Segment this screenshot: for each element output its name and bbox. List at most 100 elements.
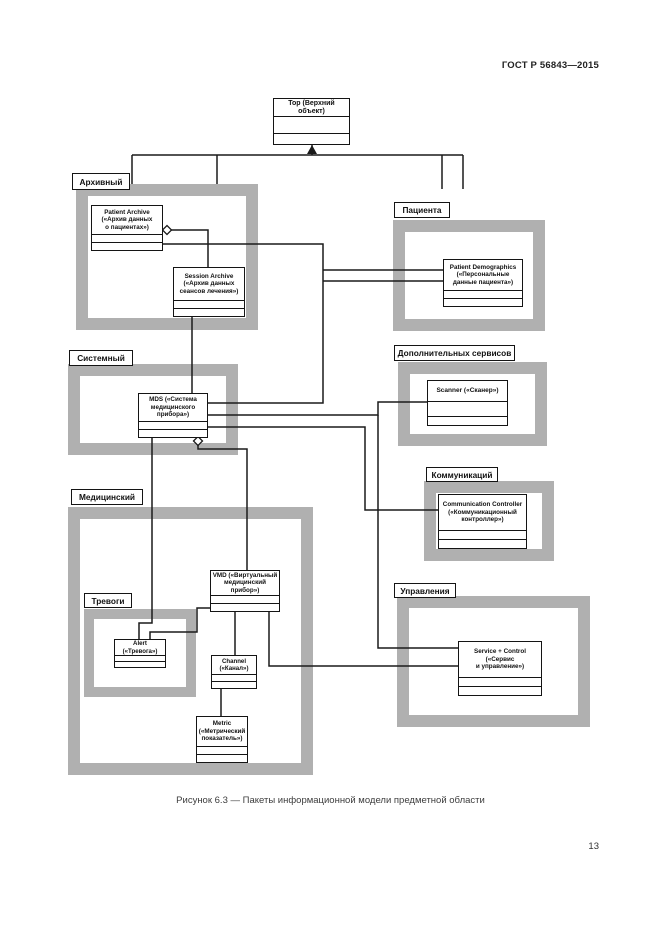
connector-line <box>197 445 248 570</box>
class-title-line: Patient Demographics <box>449 263 517 271</box>
connector-line <box>268 612 458 667</box>
class-compartment <box>174 308 244 316</box>
class-compartment <box>459 677 541 686</box>
package-label-medical: Медицинский <box>71 489 143 505</box>
class-title-line: Communication Controller <box>442 501 523 509</box>
class-title-line: данные пациента») <box>452 278 514 286</box>
class-title-scanner: Scanner («Сканер») <box>428 381 507 401</box>
class-compartment <box>115 661 165 667</box>
aggregation-diamond-icon <box>161 224 173 236</box>
class-title-line: («Архив данных <box>183 280 235 288</box>
class-title-line: Channel <box>221 657 247 665</box>
class-box-channel: Channel(«Канал») <box>211 655 257 689</box>
class-compartment <box>444 290 522 298</box>
class-title-line: («Канал») <box>219 665 249 672</box>
class-title-line: и управление») <box>475 663 525 671</box>
package-label-control: Управления <box>394 583 456 598</box>
class-title-line: Session Archive <box>184 272 234 280</box>
class-title-line: Alert («Тревога») <box>122 640 158 655</box>
class-title-line: Scanner («Сканер») <box>436 387 499 395</box>
connector-line <box>208 426 438 511</box>
class-title-line: («Коммуникационный <box>448 508 517 516</box>
class-compartment <box>139 421 207 429</box>
package-label-patient: Пациента <box>394 202 450 218</box>
class-title-communication-controller: Communication Controller(«Коммуникационн… <box>439 495 526 530</box>
class-title-line: показатель») <box>201 735 243 743</box>
class-box-top: Top (Верхний объект) <box>273 98 350 145</box>
class-compartment <box>92 234 162 242</box>
class-title-top: Top (Верхний объект) <box>274 99 349 116</box>
class-box-communication-controller: Communication Controller(«Коммуникационн… <box>438 494 527 549</box>
class-compartment <box>197 754 247 762</box>
class-compartment <box>174 300 244 308</box>
class-box-alert: Alert («Тревога») <box>114 639 166 668</box>
class-title-line: сеансов лечения») <box>179 287 239 295</box>
class-compartment <box>197 746 247 754</box>
class-compartment <box>459 686 541 695</box>
package-label-system: Системный <box>69 350 133 366</box>
class-title-line: («Метрический <box>198 727 246 735</box>
figure-caption: Рисунок 6.3 — Пакеты информационной моде… <box>176 795 485 806</box>
class-title-line: («Персональные <box>456 271 510 279</box>
class-compartment <box>274 116 349 133</box>
page-number: 13 <box>588 841 599 852</box>
document-header: ГОСТ Р 56843—2015 <box>501 60 599 71</box>
aggregation-diamond-icon <box>192 435 204 447</box>
class-compartment <box>139 429 207 437</box>
class-compartment <box>212 681 256 688</box>
class-compartment <box>211 595 279 603</box>
connector-line <box>377 415 458 649</box>
class-compartment <box>444 298 522 306</box>
class-title-line: прибор») <box>230 586 260 594</box>
class-compartment <box>115 655 165 661</box>
class-title-line: медицинского <box>150 403 196 411</box>
package-label-extended-services: Дополнительных сервисов <box>394 345 515 361</box>
class-title-line: («Сервис <box>485 655 515 663</box>
class-title-line: Patient Archive <box>104 208 150 216</box>
connector-line <box>138 438 153 639</box>
class-title-line: контроллер») <box>461 516 504 524</box>
class-title-line: Top (Верхний объект) <box>288 100 335 115</box>
class-title-line: о пациентах») <box>105 223 149 231</box>
class-compartment <box>439 539 526 548</box>
class-compartment <box>92 242 162 250</box>
class-compartment <box>439 530 526 539</box>
class-title-line: Service + Control <box>474 648 526 656</box>
class-title-line: MDS («Система <box>149 396 197 404</box>
class-compartment <box>428 416 507 425</box>
class-title-alert: Alert («Тревога») <box>115 640 165 655</box>
connector-line <box>163 243 324 404</box>
class-title-line: медицинский <box>224 579 266 587</box>
class-compartment <box>212 674 256 681</box>
class-compartment <box>428 401 507 416</box>
package-label-archival: Архивный <box>72 173 130 190</box>
class-title-line: («Архив данных <box>101 216 153 224</box>
class-box-scanner: Scanner («Сканер») <box>427 380 508 426</box>
package-label-alerts: Тревоги <box>84 593 132 608</box>
class-title-line: прибора») <box>156 411 190 419</box>
class-title-line: VMD («Виртуальный <box>212 571 278 579</box>
class-compartment <box>211 603 279 611</box>
connector-line <box>149 607 210 639</box>
class-title-line: Metric <box>212 720 232 728</box>
connector-line <box>208 401 427 416</box>
class-title-channel: Channel(«Канал») <box>212 656 256 674</box>
package-label-communication: Коммуникаций <box>426 467 498 482</box>
